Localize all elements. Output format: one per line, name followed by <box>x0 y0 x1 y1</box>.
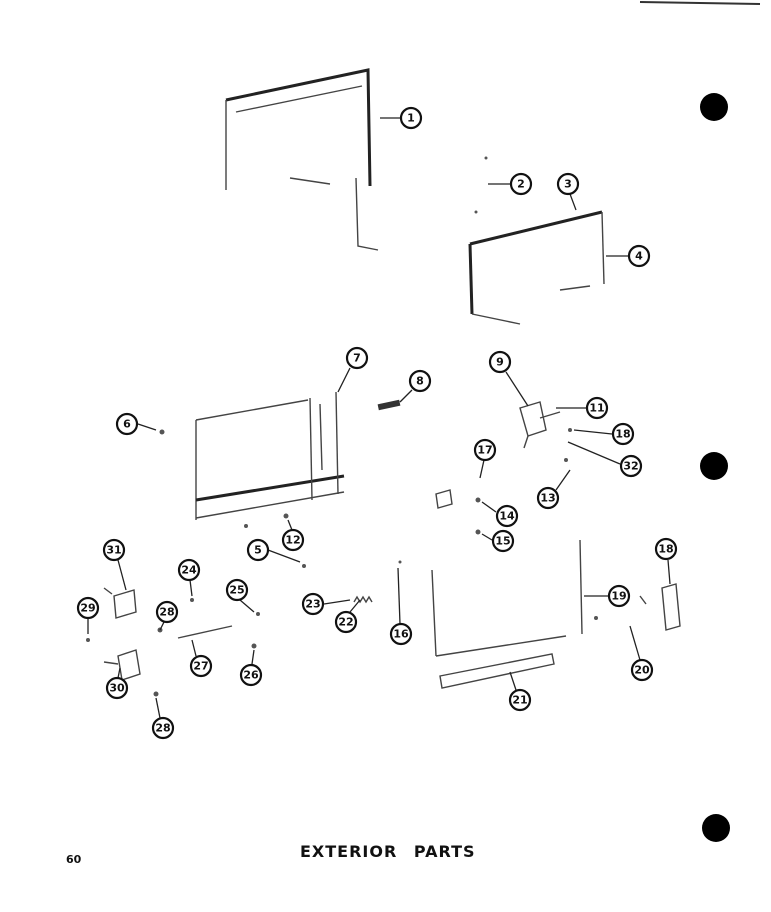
svg-text:17: 17 <box>477 444 492 457</box>
callout-32: 32 <box>567 441 643 478</box>
svg-text:18: 18 <box>658 543 673 556</box>
callout-6: 6 <box>115 412 157 436</box>
svg-text:1: 1 <box>407 112 415 125</box>
svg-text:23: 23 <box>305 598 320 611</box>
svg-text:4: 4 <box>635 250 643 263</box>
callout-14: 14 <box>481 501 519 528</box>
callout-19: 19 <box>584 584 631 608</box>
svg-text:22: 22 <box>338 616 353 629</box>
svg-text:16: 16 <box>393 628 409 641</box>
callout-18-lower: 18 <box>654 537 678 585</box>
svg-text:12: 12 <box>285 534 300 547</box>
svg-text:14: 14 <box>499 510 515 523</box>
svg-text:31: 31 <box>106 544 121 557</box>
svg-text:20: 20 <box>634 664 650 677</box>
callout-30: 30 <box>105 667 129 700</box>
callout-31: 31 <box>102 538 127 591</box>
svg-text:11: 11 <box>589 402 604 415</box>
callout-1: 1 <box>380 106 423 130</box>
callout-16-middle: 16 <box>389 567 413 646</box>
callout-26: 26 <box>239 649 263 687</box>
scan-edge-mark <box>639 1 761 5</box>
binder-hole-middle <box>700 452 728 480</box>
part-kick-plate <box>439 653 555 689</box>
callout-5: 5 <box>246 538 301 563</box>
svg-text:2: 2 <box>517 178 525 191</box>
callout-11: 11 <box>556 396 609 420</box>
svg-text:26: 26 <box>243 669 259 682</box>
svg-text:15: 15 <box>495 535 510 548</box>
binder-hole-bottom <box>702 814 730 842</box>
callout-8: 8 <box>399 369 432 403</box>
diagram-caption: EXTERIOR PARTS <box>300 842 476 861</box>
callout-15: 15 <box>481 529 515 553</box>
callout-22: 22 <box>334 599 361 634</box>
svg-text:7: 7 <box>353 352 361 365</box>
callout-24: 24 <box>177 558 201 597</box>
part-control-assembly <box>519 401 561 449</box>
part-bracket <box>377 399 401 411</box>
part-latch-upper <box>103 587 137 619</box>
svg-text:19: 19 <box>611 590 626 603</box>
svg-text:28: 28 <box>155 722 170 735</box>
callout-28-lower: 28 <box>151 697 175 740</box>
svg-text:24: 24 <box>181 564 197 577</box>
part-rod <box>177 625 233 639</box>
callout-4: 4 <box>606 244 651 268</box>
binder-hole-top <box>700 93 728 121</box>
callout-7: 7 <box>337 346 369 393</box>
callout-27: 27 <box>189 639 213 678</box>
svg-text:30: 30 <box>109 682 125 695</box>
part-front-frame <box>195 391 345 520</box>
callout-20: 20 <box>629 625 654 682</box>
callout-3: 3 <box>556 172 580 211</box>
part-latch-lower <box>103 649 141 681</box>
svg-text:27: 27 <box>193 660 208 673</box>
svg-text:32: 32 <box>623 460 638 473</box>
svg-text:5: 5 <box>254 544 262 557</box>
svg-text:8: 8 <box>416 375 424 388</box>
svg-text:13: 13 <box>540 492 555 505</box>
callout-13: 13 <box>536 469 571 510</box>
callout-12: 12 <box>281 519 305 552</box>
callout-9: 9 <box>488 350 529 407</box>
svg-text:3: 3 <box>564 178 572 191</box>
callout-21: 21 <box>508 671 532 712</box>
part-spring <box>353 595 373 604</box>
callout-23: 23 <box>301 592 351 616</box>
callout-25: 25 <box>225 578 255 613</box>
page-number: 60 <box>66 853 82 866</box>
svg-text:9: 9 <box>496 356 504 369</box>
svg-text:29: 29 <box>80 602 95 615</box>
callout-2: 2 <box>488 172 533 196</box>
part-rear-panel <box>225 68 379 251</box>
callout-17: 17 <box>473 438 497 479</box>
svg-text:18: 18 <box>615 428 630 441</box>
callout-28-upper: 28 <box>155 600 179 631</box>
svg-text:28: 28 <box>159 606 174 619</box>
part-side-bracket <box>639 583 681 631</box>
callout-18-upper: 18 <box>573 422 635 446</box>
part-top-panel <box>468 210 605 325</box>
svg-text:21: 21 <box>512 694 527 707</box>
callout-29: 29 <box>76 596 100 634</box>
part-cabinet-base <box>431 489 583 657</box>
svg-text:6: 6 <box>123 418 131 431</box>
svg-text:25: 25 <box>229 584 244 597</box>
